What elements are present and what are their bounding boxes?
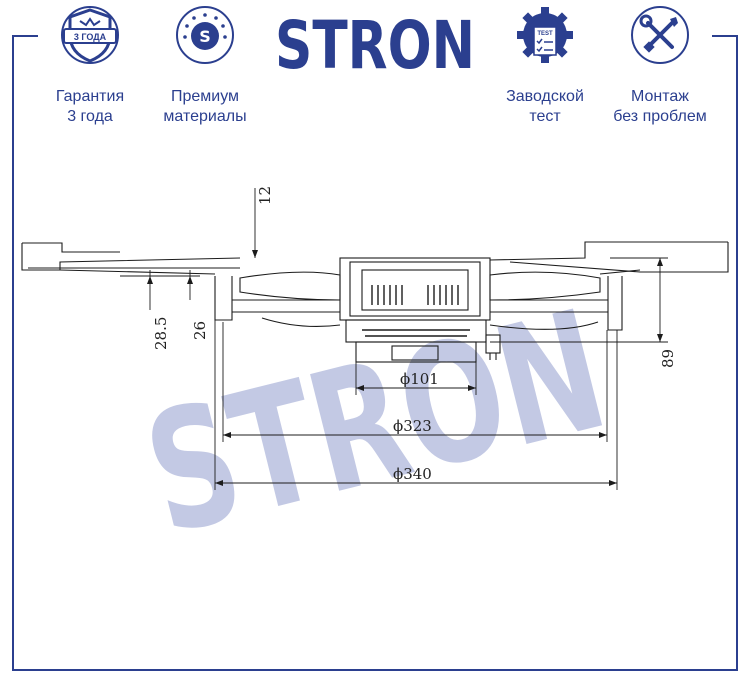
tools-icon	[631, 6, 689, 64]
dimension-arrows	[147, 250, 663, 486]
badge-easy-install-caption: Монтаж без проблем	[613, 88, 707, 125]
badge-easy-install: Монтаж без проблем	[595, 5, 725, 127]
dim-h12: 12	[256, 186, 274, 205]
dim-d101: ϕ101	[400, 370, 439, 388]
frame-bottom	[12, 669, 738, 671]
badge-premium: S Премиум материалы	[140, 5, 270, 127]
motor-connector	[485, 334, 501, 360]
dim-h28-5: 28.5	[152, 317, 170, 350]
badge-premium-caption: Премиум материалы	[163, 88, 247, 125]
dimension-lines	[120, 188, 668, 490]
badge-factory-test: TEST Заводской тест	[480, 5, 610, 127]
frame-top-left	[12, 35, 38, 37]
stron-logo: STRON	[275, 7, 475, 74]
gear-test-icon: TEST	[517, 7, 573, 63]
dim-h26: 26	[191, 321, 209, 340]
badge-factory-test-caption: Заводской тест	[506, 88, 584, 125]
frame-left	[12, 35, 14, 671]
frame-top-right	[712, 35, 738, 37]
motor-windings	[362, 285, 470, 337]
fan-outline	[21, 241, 729, 363]
gear-test-icon-text: TEST	[537, 31, 553, 37]
frame-right	[736, 35, 738, 671]
shield-icon-text: 3 ГОДА	[74, 32, 107, 42]
badge-warranty: 3 ГОДА Гарантия 3 года	[25, 5, 155, 127]
dim-h89: 89	[659, 349, 677, 368]
badge-warranty-caption: Гарантия 3 года	[55, 88, 125, 125]
dim-d323: ϕ323	[393, 417, 432, 435]
premium-s-icon-text: S	[199, 27, 211, 46]
premium-s-icon: S	[176, 6, 234, 64]
shield-icon: 3 ГОДА	[61, 6, 119, 64]
dim-d340: ϕ340	[393, 465, 432, 483]
stron-logo-text: STRON	[275, 7, 475, 74]
stron-watermark: STRON	[129, 274, 622, 572]
